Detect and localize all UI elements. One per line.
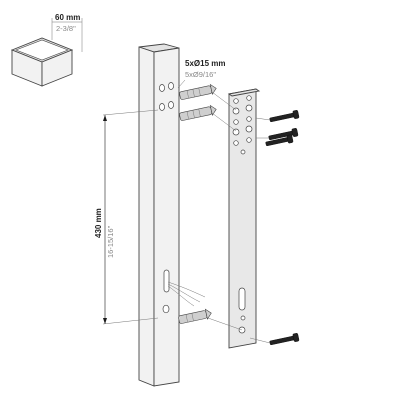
- height-dimension: 430 mm 16-15/16": [94, 109, 159, 325]
- alignment-lines: [207, 91, 271, 344]
- hole-spec-in: 5xØ9/16": [185, 70, 216, 79]
- hole-spec-label: 5xØ15 mm 5xØ9/16": [177, 59, 225, 89]
- post-width-in: 2-3/8": [56, 24, 76, 33]
- screw-icon: [265, 110, 300, 346]
- anchor-icon: [178, 83, 217, 324]
- height-in: 16-15/16": [106, 225, 115, 258]
- hole-spec-mm: 5xØ15 mm: [185, 59, 225, 68]
- cable-icon: [167, 281, 206, 307]
- post-width-mm: 60 mm: [55, 13, 80, 22]
- height-mm: 430 mm: [94, 208, 103, 238]
- square-post: [138, 43, 180, 387]
- post-section-icon: [10, 37, 74, 87]
- mounting-plate-icon: [227, 88, 261, 349]
- post-width-dimension: 60 mm 2-3/8": [51, 13, 83, 52]
